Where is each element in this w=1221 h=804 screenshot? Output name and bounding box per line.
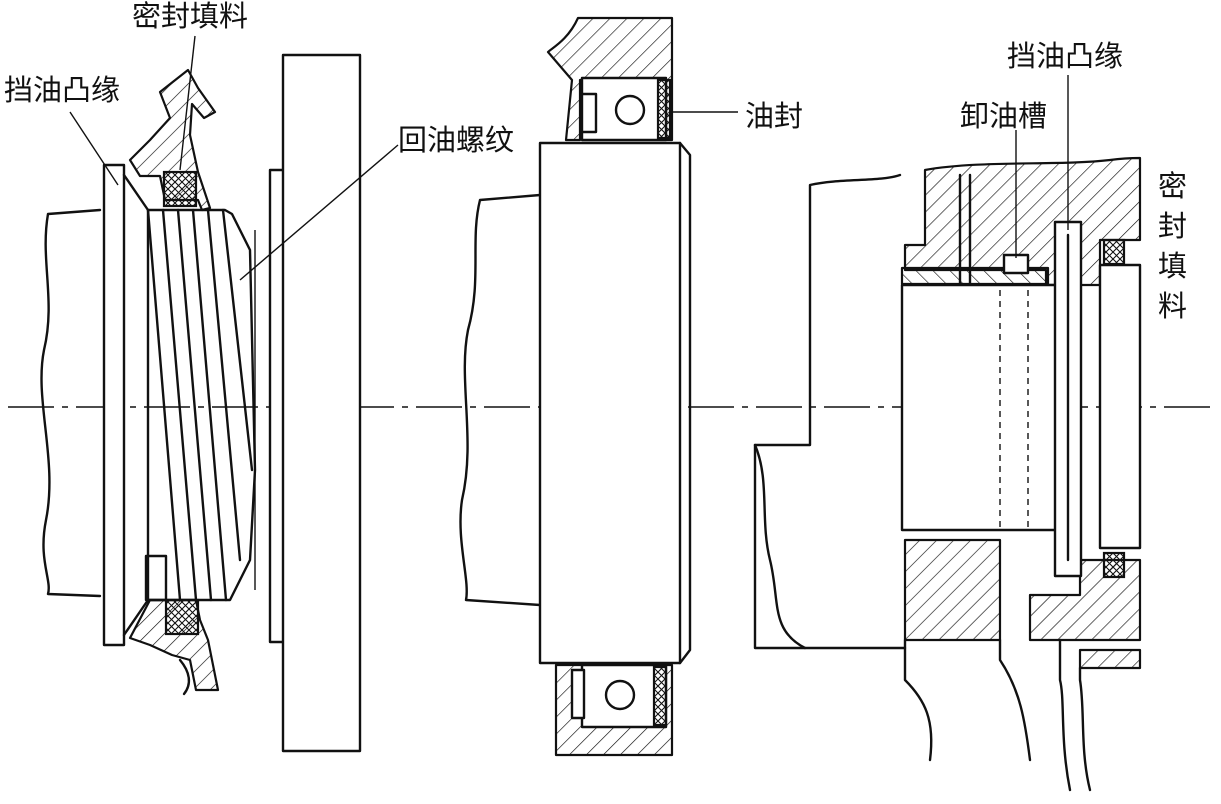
right-sleeve xyxy=(900,283,1062,532)
right-assembly xyxy=(753,75,1142,792)
right-packing-lower xyxy=(1102,551,1126,579)
left-oil-flange xyxy=(102,163,126,647)
leader-left-packing xyxy=(179,35,196,171)
label-left-flange: 挡油凸缘 xyxy=(4,73,120,107)
label-left-packing: 密封填料 xyxy=(132,0,248,33)
return-thread-lines xyxy=(146,208,254,602)
right-housing-lower xyxy=(903,538,1002,642)
left-assembly xyxy=(40,35,399,753)
middle-shaft xyxy=(459,193,542,607)
label-right-packing-1: 密 xyxy=(1158,169,1187,203)
left-packing-upper xyxy=(162,170,198,208)
oil-seal-bottom xyxy=(652,665,668,727)
left-shaft xyxy=(40,208,102,598)
bearing-ball-bottom xyxy=(604,679,636,711)
left-disc xyxy=(281,53,362,753)
oil-seal-top xyxy=(656,78,672,140)
label-return-thread: 回油螺纹 xyxy=(398,123,514,157)
right-end-plate xyxy=(1098,263,1142,550)
leader-return-thread xyxy=(239,144,399,281)
label-right-packing-4: 料 xyxy=(1158,289,1187,323)
bearing-ball-top xyxy=(614,94,646,126)
right-housing-lower-b xyxy=(1028,558,1142,642)
label-right-flange: 挡油凸缘 xyxy=(1007,39,1123,73)
leader-left-flange xyxy=(69,111,119,186)
middle-assembly xyxy=(459,16,738,757)
middle-collar xyxy=(538,141,682,665)
left-packing-lower xyxy=(164,598,200,636)
label-drain-groove: 卸油槽 xyxy=(960,99,1047,133)
label-right-packing-3: 填 xyxy=(1158,249,1187,283)
label-right-packing-2: 封 xyxy=(1158,209,1187,243)
right-shaft xyxy=(753,173,907,650)
label-oil-seal: 油封 xyxy=(745,99,803,133)
right-packing-upper xyxy=(1102,238,1126,266)
